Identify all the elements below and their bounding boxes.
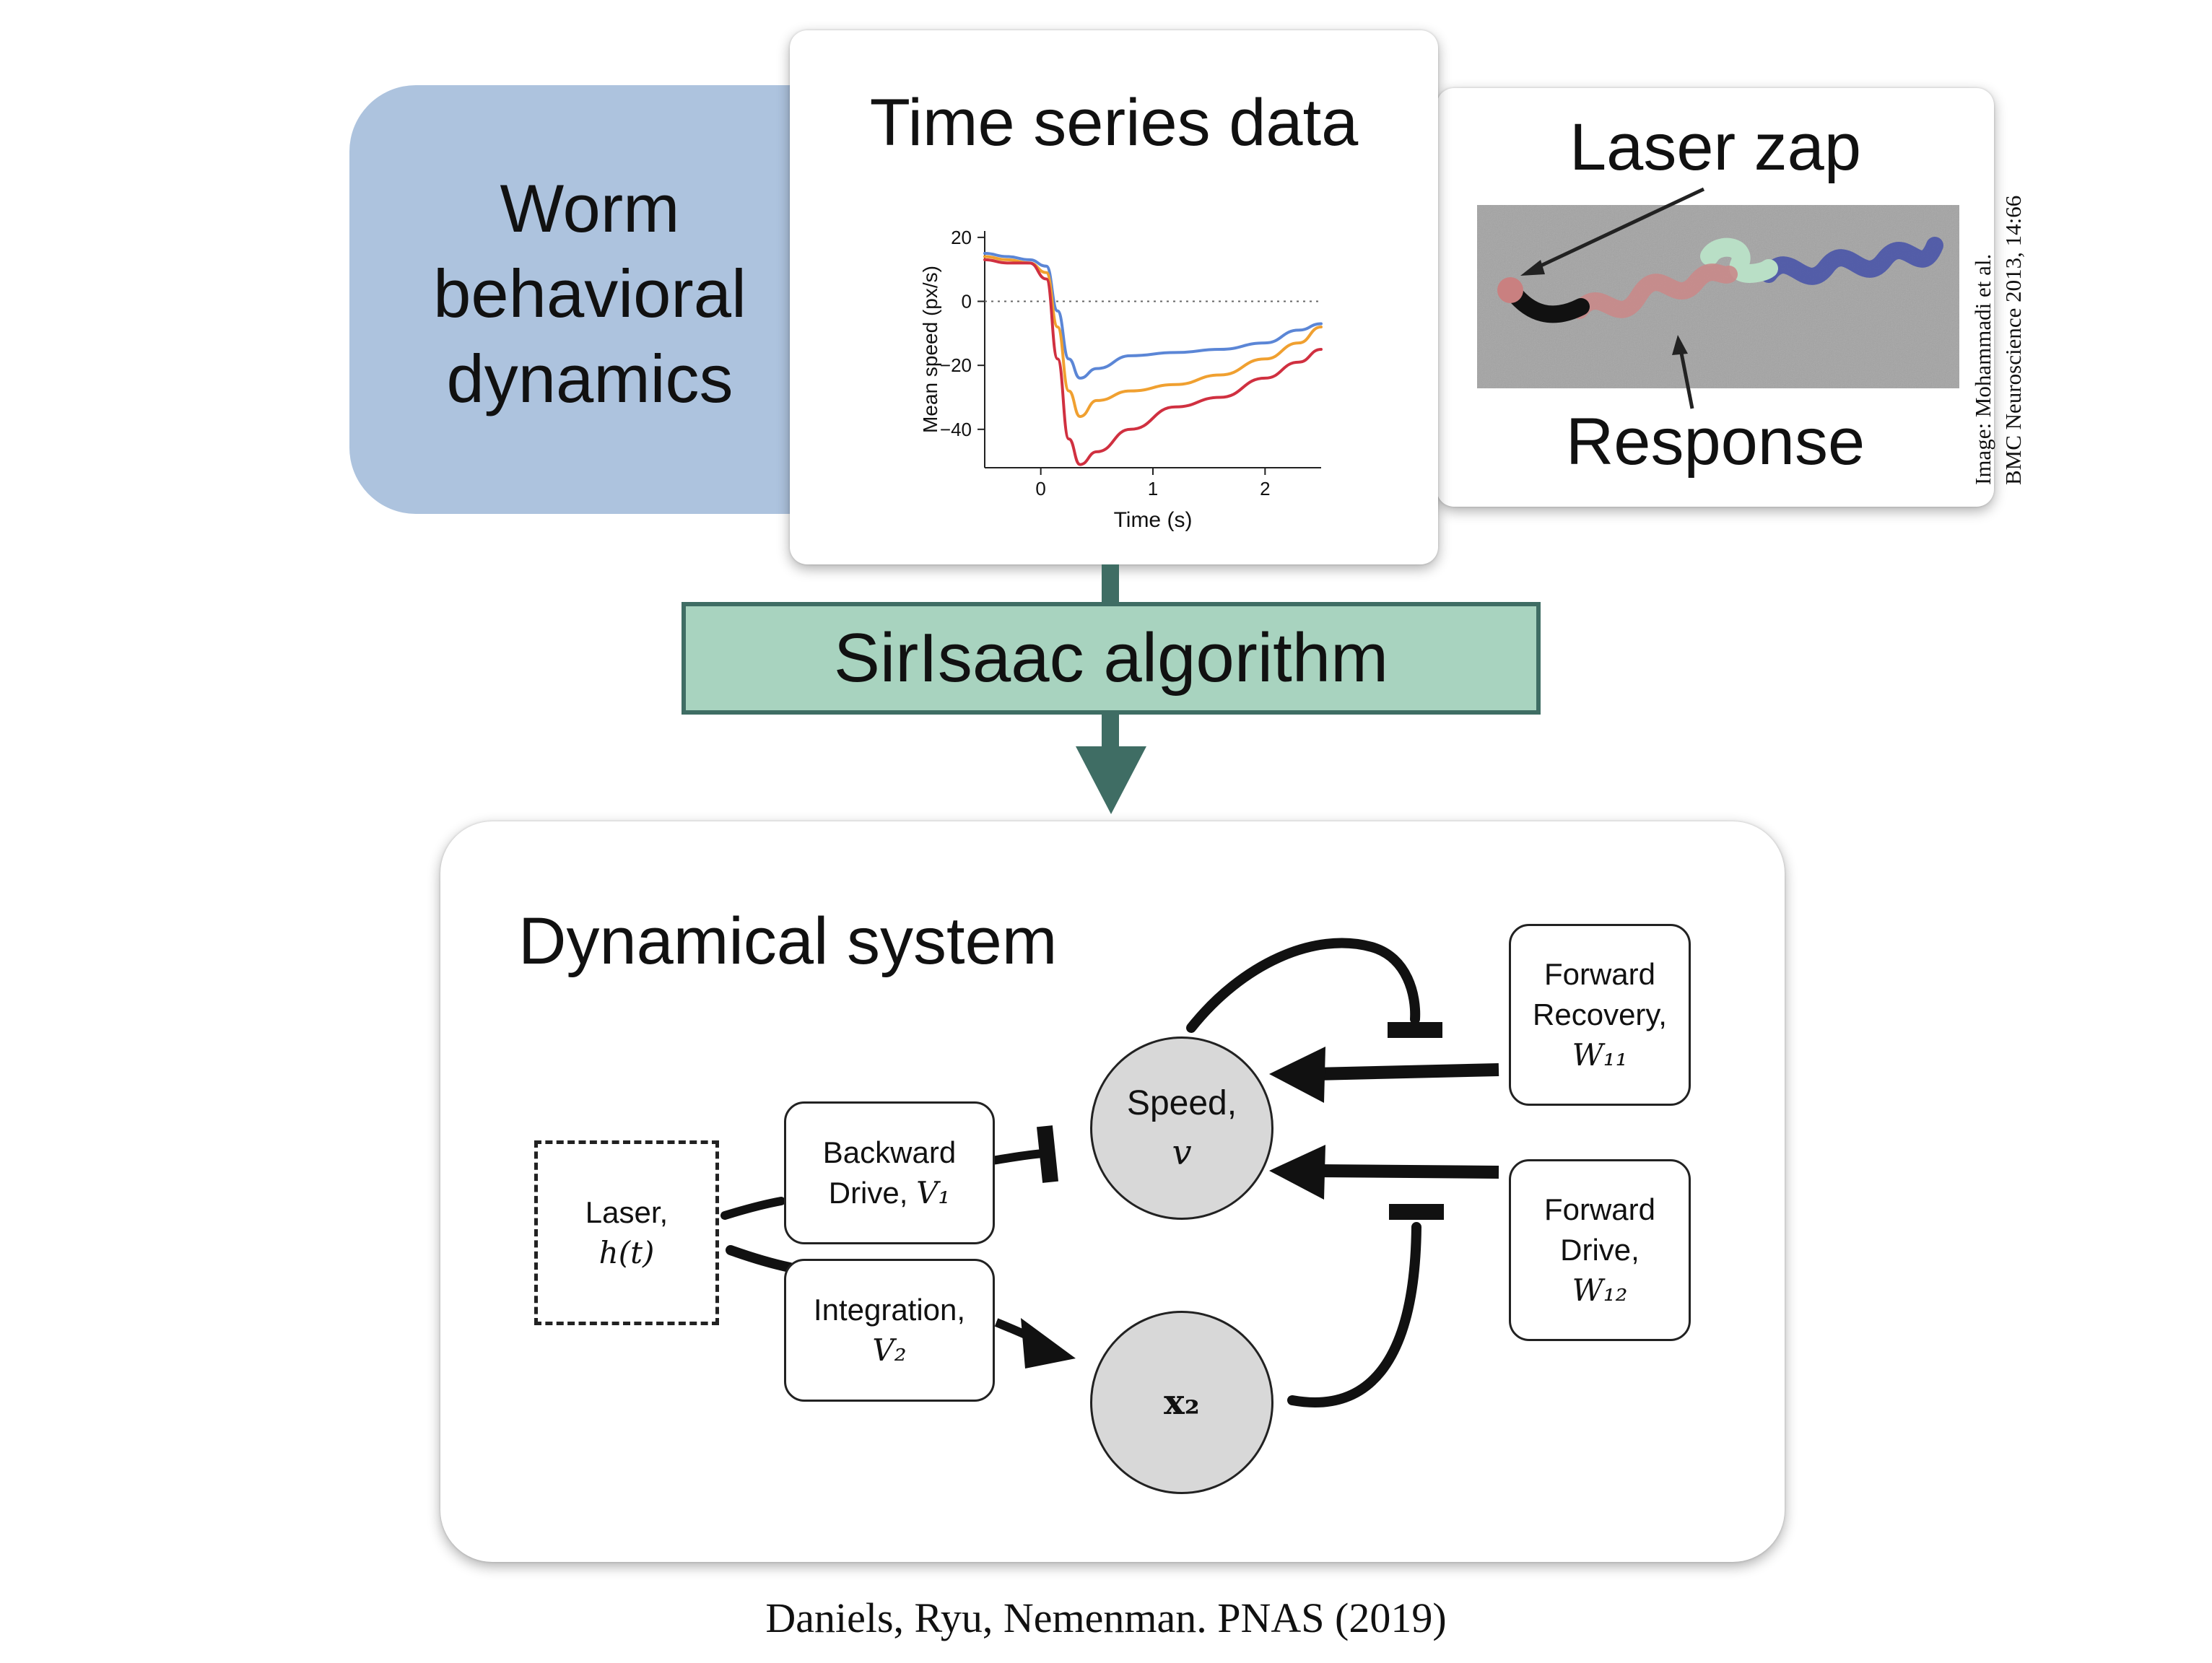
laser-zap-title: Laser zap bbox=[1569, 110, 1862, 184]
time-series-card bbox=[790, 30, 1438, 564]
laser-node-variable: h(t) bbox=[598, 1235, 655, 1270]
speed-node: Speed, v bbox=[1090, 1036, 1273, 1220]
laser-node-label: Laser, bbox=[585, 1195, 669, 1229]
y-axis-label: Mean speed (px/s) bbox=[919, 266, 941, 433]
backward-drive-line-1: Backward bbox=[822, 1135, 957, 1169]
forward-drive-node: Forward Drive, W₁₂ bbox=[1509, 1159, 1691, 1341]
forward-recovery-line-1: Forward bbox=[1543, 957, 1656, 991]
x2-node: x₂ bbox=[1090, 1311, 1273, 1494]
forward-recovery-node: Forward Recovery, W₁₁ bbox=[1509, 924, 1691, 1106]
inhibit-bar-backward bbox=[1036, 1125, 1059, 1183]
speed-label: Speed, bbox=[1126, 1084, 1237, 1122]
x-tick-label: 1 bbox=[1148, 478, 1158, 499]
y-tick-label: 20 bbox=[951, 227, 972, 248]
flow-arrow-stem-top bbox=[1102, 564, 1119, 605]
series-line-3 bbox=[983, 258, 1323, 466]
edge-backward-speed bbox=[991, 1149, 1045, 1165]
edge-x2-speed bbox=[1287, 1222, 1421, 1407]
citation: Daniels, Ryu, Nemenman. PNAS (2019) bbox=[765, 1594, 1447, 1641]
response-title: Response bbox=[1565, 405, 1865, 479]
integration-node: Integration, V₂ bbox=[784, 1259, 995, 1402]
arrowhead-forward-recovery bbox=[1269, 1047, 1325, 1103]
arrowhead-forward-drive bbox=[1269, 1145, 1325, 1200]
forward-drive-line-1: Forward bbox=[1543, 1192, 1656, 1226]
inhibit-bar-speed-loop bbox=[1388, 1022, 1442, 1038]
time-series-title: Time series data bbox=[869, 86, 1359, 160]
forward-drive-variable: W₁₂ bbox=[1572, 1273, 1628, 1308]
forward-recovery-variable: W₁₁ bbox=[1572, 1037, 1628, 1073]
edge-speed-self-inhibit bbox=[1186, 938, 1421, 1033]
backward-drive-line-2: Drive, V₁ bbox=[829, 1173, 951, 1213]
y-tick-label: −40 bbox=[940, 419, 972, 440]
worm-head bbox=[1497, 277, 1523, 303]
dynamical-system-title: Dynamical system bbox=[518, 904, 1058, 978]
forward-recovery-line-2: Recovery, bbox=[1533, 998, 1667, 1031]
inhibit-bar-x2 bbox=[1389, 1204, 1444, 1220]
integration-variable: V₂ bbox=[872, 1332, 907, 1368]
x-axis-label: Time (s) bbox=[1114, 508, 1193, 532]
worm-behavior-label: Worm behavioral dynamics bbox=[349, 166, 830, 422]
backward-drive-variable: V₁ bbox=[916, 1175, 951, 1210]
forward-drive-line-2: Drive, bbox=[1560, 1233, 1640, 1267]
worm-line-3: dynamics bbox=[446, 341, 733, 416]
integration-label: Integration, bbox=[813, 1293, 966, 1327]
flow-arrow-head bbox=[1076, 746, 1146, 814]
response-pointer-line bbox=[1678, 349, 1694, 409]
x-tick-label: 0 bbox=[1035, 478, 1045, 499]
y-tick-label: −20 bbox=[940, 354, 972, 376]
edge-laser-integration bbox=[726, 1245, 795, 1273]
series-line-1 bbox=[983, 252, 1323, 380]
x2-label: x₂ bbox=[1164, 1382, 1200, 1423]
edge-forward-drive-speed bbox=[1315, 1164, 1499, 1179]
response-pointer-head bbox=[1672, 335, 1688, 355]
laser-pointer-line bbox=[1533, 187, 1705, 271]
backward-drive-label: Drive, bbox=[828, 1176, 908, 1210]
worm-line-1: Worm bbox=[500, 170, 680, 246]
algorithm-box: SirIsaac algorithm bbox=[682, 602, 1541, 715]
edge-laser-backward bbox=[720, 1197, 785, 1220]
x-tick-label: 2 bbox=[1260, 478, 1270, 499]
laser-pointer-head bbox=[1520, 260, 1545, 276]
worm-line-2: behavioral bbox=[433, 256, 746, 331]
arrowhead-integration-x2 bbox=[1021, 1318, 1076, 1369]
speed-variable: v bbox=[1172, 1132, 1192, 1173]
worm-trail-pink bbox=[1571, 263, 1738, 319]
worm-trail-blue bbox=[1760, 237, 1943, 285]
y-tick-label: 0 bbox=[962, 291, 972, 313]
flow-arrow-stem-bottom bbox=[1102, 713, 1119, 748]
backward-drive-node: Backward Drive, V₁ bbox=[784, 1101, 995, 1244]
edge-forward-recovery-speed bbox=[1315, 1063, 1499, 1081]
worm-trail-green bbox=[1700, 237, 1778, 283]
laser-node: Laser, h(t) bbox=[534, 1140, 719, 1325]
